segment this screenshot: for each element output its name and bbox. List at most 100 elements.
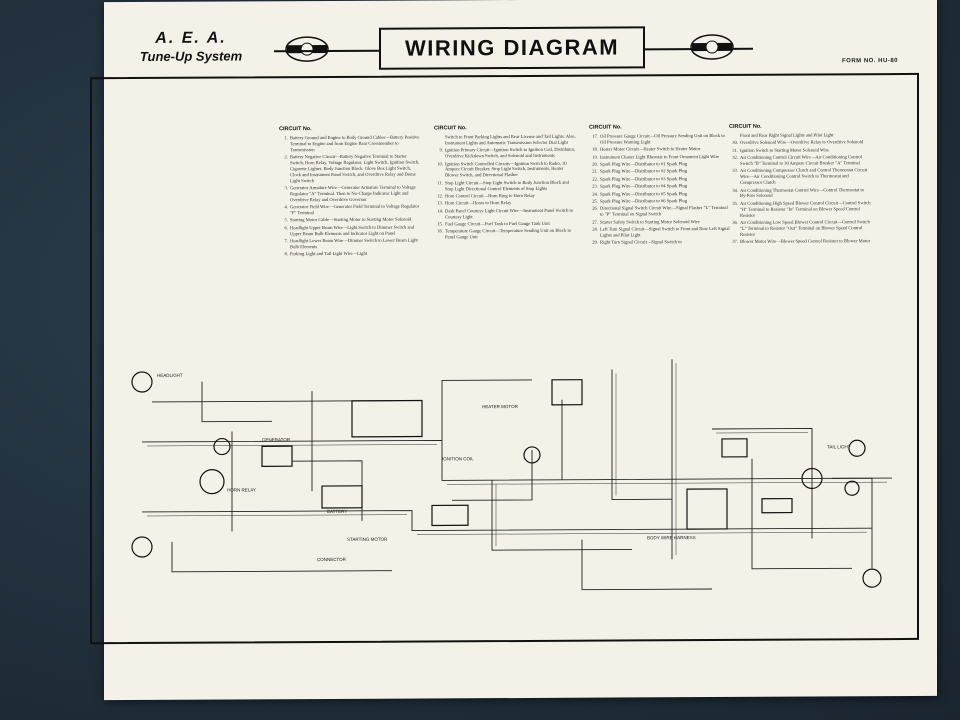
circuit-item: 27.Starter Safety Switch to Starting Mot… [589, 218, 731, 225]
circuit-number: 5. [284, 217, 288, 223]
circuit-description: Spark Plug Wire—Distributor to #5 Spark … [600, 190, 688, 197]
form-number: FORM NO. HU-80 [842, 58, 899, 65]
circuit-description: Stop Light Circuit—Stop Light Switch to … [445, 179, 569, 191]
circuit-number: 17. [592, 133, 598, 139]
circuit-description: Starter Safety Switch to Starting Motor … [600, 218, 700, 225]
circuit-number: 16. [437, 228, 443, 234]
headlight-label: HEADLIGHT [157, 373, 183, 378]
circuit-number: 35. [732, 200, 738, 206]
circuit-description: Air Conditioning Compressor Clutch and C… [740, 167, 868, 186]
horn-relay-label: HORN RELAY [227, 487, 256, 492]
circuit-description: Headlight Upper Beam Wire—Light Switch t… [290, 224, 414, 236]
circuit-item: 7.Headlight Lower Beam Wire—Dimmer Switc… [279, 238, 421, 250]
circuit-item: 28.Left Turn Signal Circuit—Signal Switc… [589, 226, 731, 238]
circuit-number: 24. [592, 191, 598, 197]
circuit-description: Right Turn Signal Circuit—Signal Switch … [600, 239, 682, 245]
circuit-item: 10.Ignition Switch Controlled Circuits—I… [434, 160, 576, 178]
wiring-schematic: BATTERY STARTING MOTOR CONNECTOR BODY WI… [112, 338, 892, 602]
generator-label: GENERATOR [262, 437, 291, 442]
circuit-item: 16.Temperature Gauge Circuit—Temperature… [434, 228, 576, 240]
circuit-item: Front and Rear Right Signal Lights and P… [729, 132, 871, 139]
circuit-item: 26.Directional Signal Switch Circuit Wir… [589, 205, 731, 217]
circuit-description: Air Conditioning Thermostat Control Wire… [740, 186, 865, 199]
circuit-number: 9. [439, 147, 443, 153]
circuit-number: 1. [284, 135, 288, 141]
circuit-item: 31.Ignition Switch to Starting Motor Sol… [729, 147, 871, 154]
circuit-item: 1.Battery Ground and Engine to Body Grou… [279, 135, 421, 153]
circuit-description: Left Turn Signal Circuit—Signal Switch t… [600, 225, 730, 238]
circuit-item: 32.Air Conditioning Control Circuit Wire… [729, 154, 871, 166]
circuit-column-heading: CIRCUIT No. [729, 123, 762, 130]
circuit-description: Directional Signal Switch Circuit Wire—S… [600, 205, 728, 217]
circuit-number: 6. [284, 224, 288, 231]
circuit-number: 29. [592, 239, 598, 245]
circuit-column: CIRCUIT No.17.Oil Pressure Gauge Circuit… [589, 124, 731, 247]
circuit-description: Overdrive Solenoid Wire—Overdrive Relay … [740, 139, 864, 146]
circuit-column-heading: CIRCUIT No. [434, 125, 467, 132]
circuit-description: Spark Plug Wire—Distributor to #1 Spark … [600, 161, 688, 167]
circuit-item: 24.Spark Plug Wire—Distributor to #5 Spa… [589, 190, 731, 197]
circuit-description: Headlight Lower Beam Wire—Dimmer Switch … [290, 237, 418, 250]
circuit-description: Air Conditioning Control Circuit Wire—Ai… [740, 154, 862, 166]
circuit-item: 34.Air Conditioning Thermostat Control W… [729, 187, 871, 199]
circuit-description: Air Conditioning Low Speed Blower Contro… [740, 219, 870, 237]
circuit-description: Horn Control Circuit—Horn Ring to Horn R… [445, 192, 535, 199]
tail-light-label: TAIL LIGHT [827, 444, 851, 449]
circuit-item: 19.Instrument Cluster Light Rheostat to … [589, 154, 731, 161]
connector-label: CONNECTOR [317, 557, 347, 562]
circuit-number: 4. [284, 204, 288, 210]
circuit-number: 19. [592, 154, 598, 160]
circuit-item: 4.Generator Field Wire—Generator Field T… [279, 204, 421, 216]
circuit-number: 37. [732, 238, 738, 244]
aea-title: A. E. A. [155, 29, 227, 47]
circuit-item: 20.Spark Plug Wire—Distributor to #1 Spa… [589, 161, 731, 168]
circuit-number: 34. [732, 187, 738, 193]
page-title: WIRING DIAGRAM [404, 34, 620, 61]
circuit-number: 36. [732, 219, 738, 225]
circuit-item: 5.Starting Motor Cable—Starting Motor to… [279, 217, 421, 224]
circuit-item: 8.Parking Light and Tail Light Wire—Ligh… [279, 251, 421, 258]
wiring-diagram-sheet: A. E. A. Tune-Up System WIRING DIAGRAM F… [90, 0, 937, 701]
circuit-item: 22.Spark Plug Wire—Distributor to #3 Spa… [589, 176, 731, 183]
circuit-number: 23. [592, 183, 598, 189]
circuit-number: 15. [437, 221, 443, 227]
circuit-number: 33. [732, 168, 738, 174]
circuit-description: Ignition Primary Circuit—Ignition Switch… [445, 146, 576, 159]
circuit-item: 29.Right Turn Signal Circuit—Signal Swit… [589, 239, 731, 246]
right-emblem-icon [689, 33, 735, 61]
circuit-number: 31. [732, 147, 738, 153]
circuit-description: Fuel Gauge Circuit—Fuel Tank to Fuel Gau… [445, 220, 550, 227]
circuit-item: 21.Spark Plug Wire—Distributor to #2 Spa… [589, 168, 731, 175]
circuit-description: Battery Negative Circuit—Battery Negativ… [290, 153, 420, 183]
circuit-number [729, 133, 738, 139]
circuit-legend: CIRCUIT No. 1.Battery Ground and Engine t… [279, 123, 899, 306]
circuit-description: Spark Plug Wire—Distributor to #3 Spark … [600, 175, 688, 182]
circuit-item: 33.Air Conditioning Compressor Clutch an… [729, 168, 871, 186]
circuit-item: 30.Overdrive Solenoid Wire—Overdrive Rel… [729, 140, 871, 147]
circuit-description: Horn Circuit—Horns to Horn Relay [445, 200, 512, 206]
circuit-item: 15.Fuel Gauge Circuit—Fuel Tank to Fuel … [434, 221, 576, 228]
body-wire-harness-label: BODY WIRE HARNESS [647, 535, 696, 540]
circuit-item: 13.Horn Circuit—Horns to Horn Relay [434, 200, 576, 207]
circuit-item: 14.Dash Panel Courtesy Light Circuit Wir… [434, 207, 576, 219]
circuit-item: 3.Generator Armature Wire—Generator Arma… [279, 185, 421, 203]
circuit-number: 10. [437, 160, 443, 166]
circuit-number: 27. [592, 219, 598, 225]
aea-subtitle: Tune-Up System [139, 48, 243, 64]
circuit-number: 30. [732, 140, 738, 146]
circuit-description: Blower Motor Wire—Blower Speed Control R… [740, 238, 871, 244]
circuit-description: Switch to Front Parking Lights and Rear … [445, 133, 576, 146]
circuit-item: 35.Air Conditioning High Speed Blower Co… [729, 200, 871, 218]
circuit-number [434, 134, 443, 146]
circuit-number: 26. [592, 205, 598, 211]
circuit-column: CIRCUIT No.Switch to Front Parking Light… [434, 125, 576, 242]
circuit-item: Switch to Front Parking Lights and Rear … [434, 134, 576, 146]
title-rule-left [274, 49, 379, 53]
circuit-description: Temperature Gauge Circuit—Temperature Se… [445, 228, 572, 240]
circuit-description: Battery Ground and Engine to Body Ground… [290, 134, 420, 152]
circuit-item: 12.Horn Control Circuit—Horn Ring to Hor… [434, 193, 576, 200]
circuit-description: Air Conditioning High Speed Blower Contr… [740, 199, 871, 218]
circuit-item: 36.Air Conditioning Low Speed Blower Con… [729, 219, 871, 237]
circuit-number: 13. [437, 200, 443, 206]
circuit-description: Oil Pressure Gauge Circuit—Oil Pressure … [600, 132, 725, 145]
